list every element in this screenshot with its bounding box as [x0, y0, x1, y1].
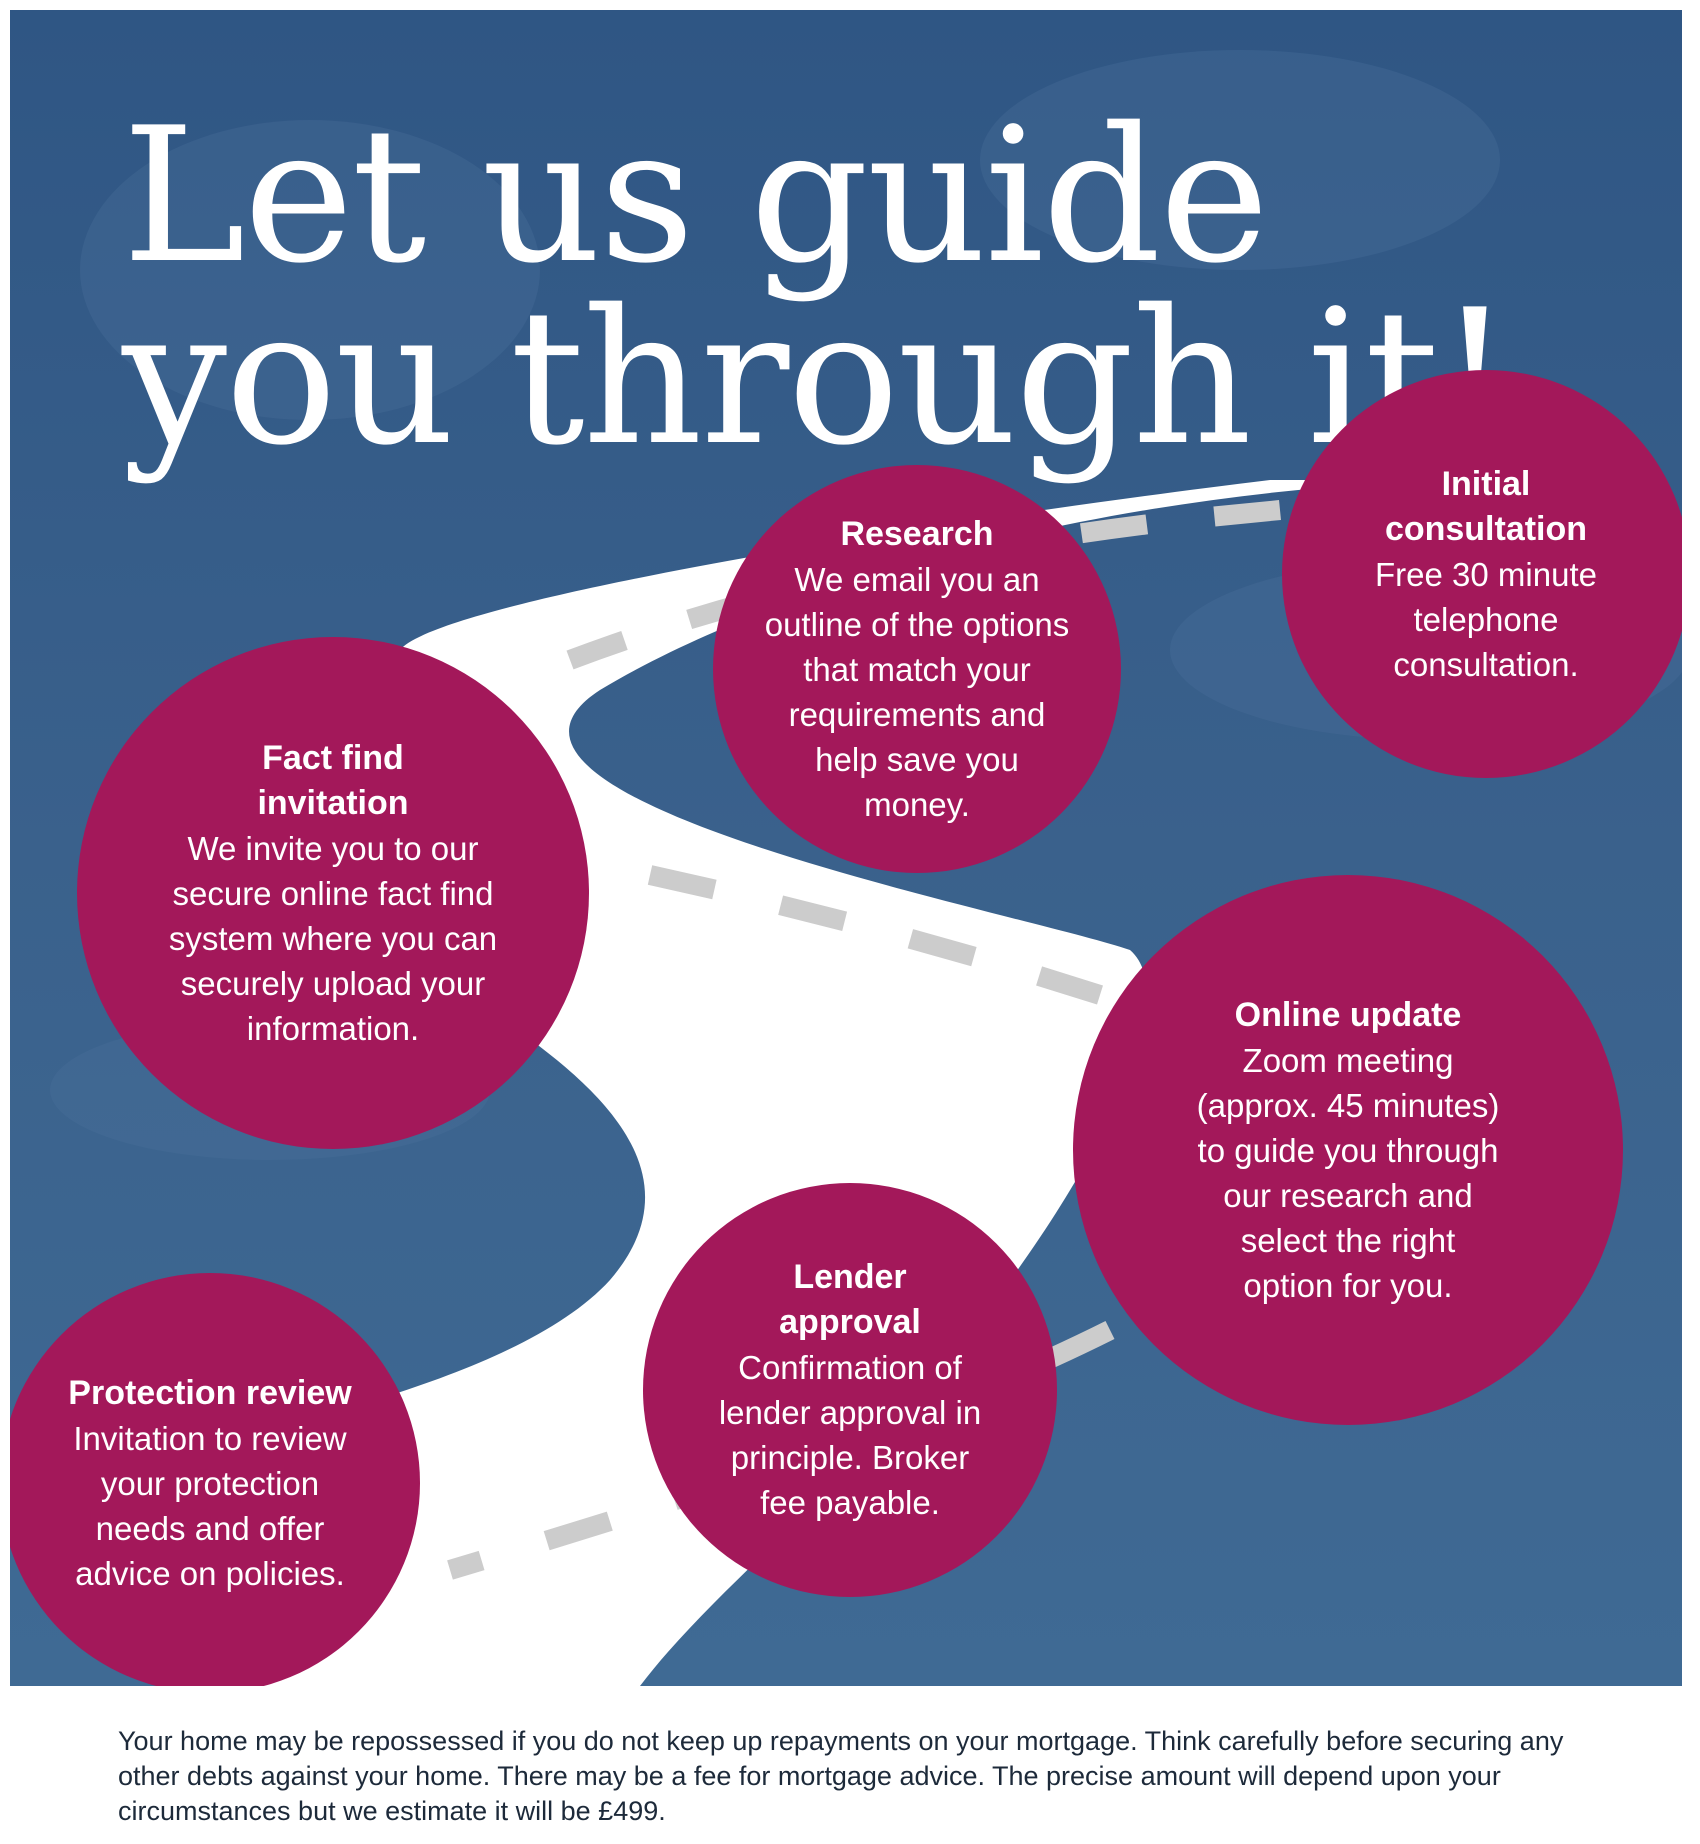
step-title: approval [779, 1303, 921, 1341]
title-line-2: you through it! [122, 269, 1512, 486]
step-description: system where you can [168, 919, 498, 957]
step-description: securely upload your [180, 964, 486, 1002]
step-protection-review: Protection review Invitation to review y… [10, 1273, 420, 1686]
step-description: fee payable. [760, 1484, 940, 1521]
infographic-panel: Let us guide you through it! Initial con… [10, 10, 1682, 1686]
step-lender-approval: Lender approval Confirmation of lender a… [643, 1183, 1057, 1597]
step-title: Lender [793, 1258, 907, 1296]
step-title: Fact find [262, 738, 404, 777]
step-description: help save you [815, 740, 1019, 778]
step-description: secure online fact find [172, 874, 494, 912]
step-description: Invitation to review [73, 1419, 347, 1457]
step-description: Free 30 minute [1375, 555, 1597, 593]
step-description: lender approval in [718, 1394, 982, 1431]
step-description: select the right [1240, 1221, 1456, 1259]
step-description: your protection [100, 1464, 320, 1502]
title-line-1: Let us guide [122, 87, 1269, 304]
page-title: Let us guide you through it! [122, 87, 1512, 486]
step-title: Research [840, 514, 994, 553]
step-description: Zoom meeting [1242, 1041, 1454, 1079]
step-description: outline of the options [764, 605, 1070, 643]
step-title: invitation [257, 783, 409, 822]
step-description: our research and [1223, 1176, 1473, 1214]
step-description: (approx. 45 minutes) [1196, 1086, 1500, 1124]
step-description: option for you. [1243, 1266, 1453, 1304]
road-centre-dashes [447, 500, 1281, 1580]
step-description: telephone [1413, 600, 1559, 638]
step-description: advice on policies. [75, 1554, 345, 1592]
step-online-update: Online update Zoom meeting (approx. 45 m… [1073, 875, 1623, 1425]
mortgage-disclaimer: Your home may be repossessed if you do n… [118, 1726, 1564, 1826]
step-description: that match your [803, 650, 1031, 688]
step-initial-consultation: Initial consultation Free 30 minute tele… [1282, 370, 1682, 778]
step-description: Confirmation of [738, 1349, 962, 1386]
step-title: consultation [1384, 509, 1588, 548]
step-description: to guide you through [1197, 1131, 1499, 1169]
step-title: Online update [1234, 995, 1462, 1034]
step-description: consultation. [1393, 645, 1579, 683]
step-research: Research We email you an outline of the … [713, 465, 1121, 873]
step-description: We invite you to our [187, 829, 479, 867]
step-description: requirements and [788, 695, 1046, 733]
step-description: money. [864, 785, 970, 823]
step-fact-find-invitation: Fact find invitation We invite you to ou… [77, 637, 589, 1149]
step-description: information. [246, 1009, 420, 1047]
step-description: needs and offer [95, 1509, 325, 1547]
step-title: Protection review [68, 1373, 352, 1412]
step-description: We email you an [794, 560, 1040, 598]
step-title: Initial [1441, 464, 1531, 503]
step-description: principle. Broker [730, 1439, 970, 1476]
